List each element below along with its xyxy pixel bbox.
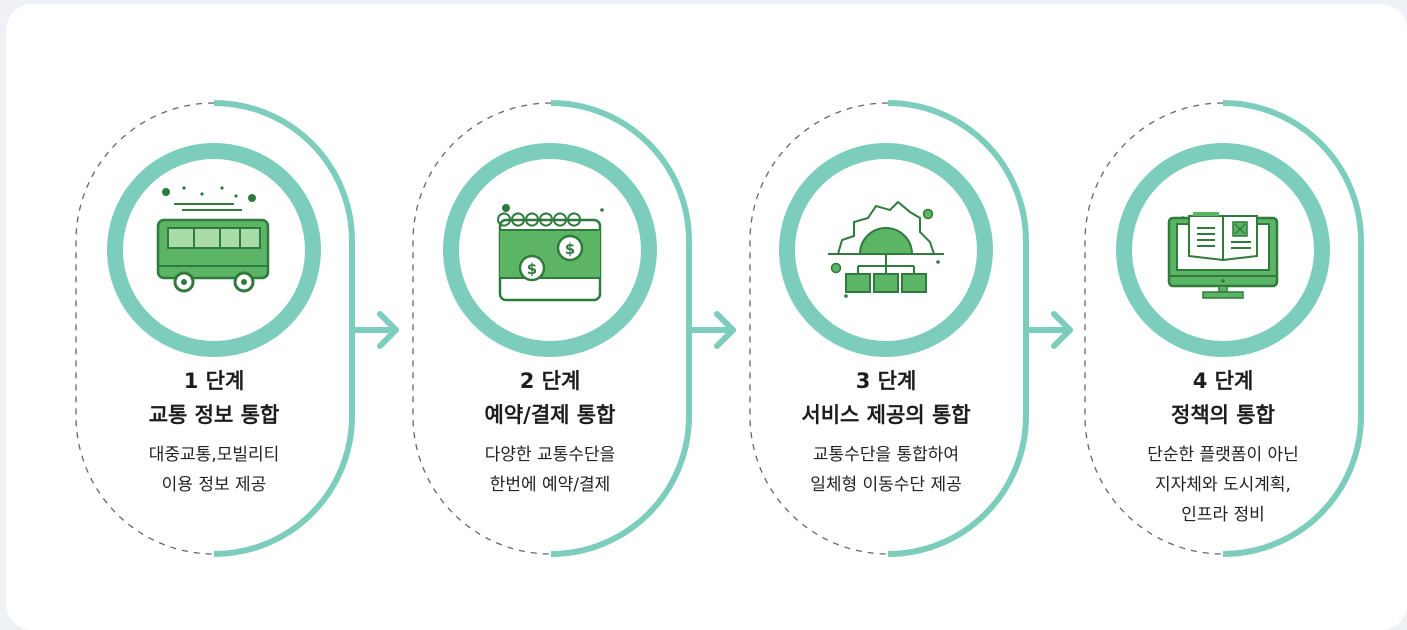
- stage-3-desc-line: 교통수단을 통합하여: [812, 445, 960, 465]
- arrow-right-icon: [353, 311, 399, 349]
- stage-3-step: 3 단계: [855, 369, 917, 393]
- stage-2-desc-line: 다양한 교통수단을: [484, 445, 616, 465]
- stage-2: [412, 100, 692, 557]
- stage-3: [749, 100, 1029, 557]
- stage-1-step: 1 단계: [183, 369, 245, 393]
- stage-2-text: 2 단계 예약/결제 통합 다양한 교통수단을 한번에 예약/결제: [430, 0, 670, 630]
- stage-1-desc: 대중교통,모빌리티 이용 정보 제공: [94, 440, 334, 500]
- stage-4-desc-line: 단순한 플랫폼이 아닌: [1147, 445, 1299, 465]
- stage-1-dashed-outline: [75, 102, 215, 555]
- stage-4-title: 정책의 통합: [1171, 403, 1275, 427]
- stage-2-dashed-outline: [412, 102, 552, 555]
- stage-3-title: 서비스 제공의 통합: [801, 403, 971, 427]
- stage-4-dashed-outline: [1084, 102, 1224, 555]
- stage-1-desc-line: 이용 정보 제공: [161, 475, 267, 495]
- stage-2-desc: 다양한 교통수단을 한번에 예약/결제: [430, 440, 670, 500]
- stage-2-title: 예약/결제 통합: [484, 403, 616, 427]
- stage-4: [1084, 100, 1364, 557]
- stage-2-step: 2 단계: [519, 369, 581, 393]
- stage-1-desc-line: 대중교통,모빌리티: [148, 445, 280, 465]
- stage-4-text: 4 단계 정책의 통합 단순한 플랫폼이 아닌 지자체와 도시계획, 인프라 정…: [1103, 0, 1343, 630]
- stage-1-text: 1 단계 교통 정보 통합 대중교통,모빌리티 이용 정보 제공: [94, 0, 334, 630]
- stage-4-desc: 단순한 플랫폼이 아닌 지자체와 도시계획, 인프라 정비: [1103, 440, 1343, 530]
- stage-2-teal-outline: [550, 100, 692, 557]
- stage-3-desc: 교통수단을 통합하여 일체형 이동수단 제공: [766, 440, 1006, 500]
- stage-3-text: 3 단계 서비스 제공의 통합 교통수단을 통합하여 일체형 이동수단 제공: [766, 0, 1006, 630]
- stage-1: [75, 100, 355, 557]
- stage-3-desc-line: 일체형 이동수단 제공: [810, 475, 962, 495]
- stage-1-teal-outline: [213, 100, 355, 557]
- stage-2-desc-line: 한번에 예약/결제: [489, 475, 611, 495]
- arrow-right-icon: [1027, 311, 1073, 349]
- stage-4-teal-outline: [1222, 100, 1364, 557]
- stage-4-step: 4 단계: [1192, 369, 1254, 393]
- stage-4-desc-line: 인프라 정비: [1181, 505, 1265, 525]
- arrow-right-icon: [690, 311, 736, 349]
- stage-3-teal-outline: [887, 100, 1029, 557]
- stage-1-title: 교통 정보 통합: [148, 403, 280, 427]
- stage-4-desc-line: 지자체와 도시계획,: [1155, 475, 1291, 495]
- stage-3-dashed-outline: [749, 102, 889, 555]
